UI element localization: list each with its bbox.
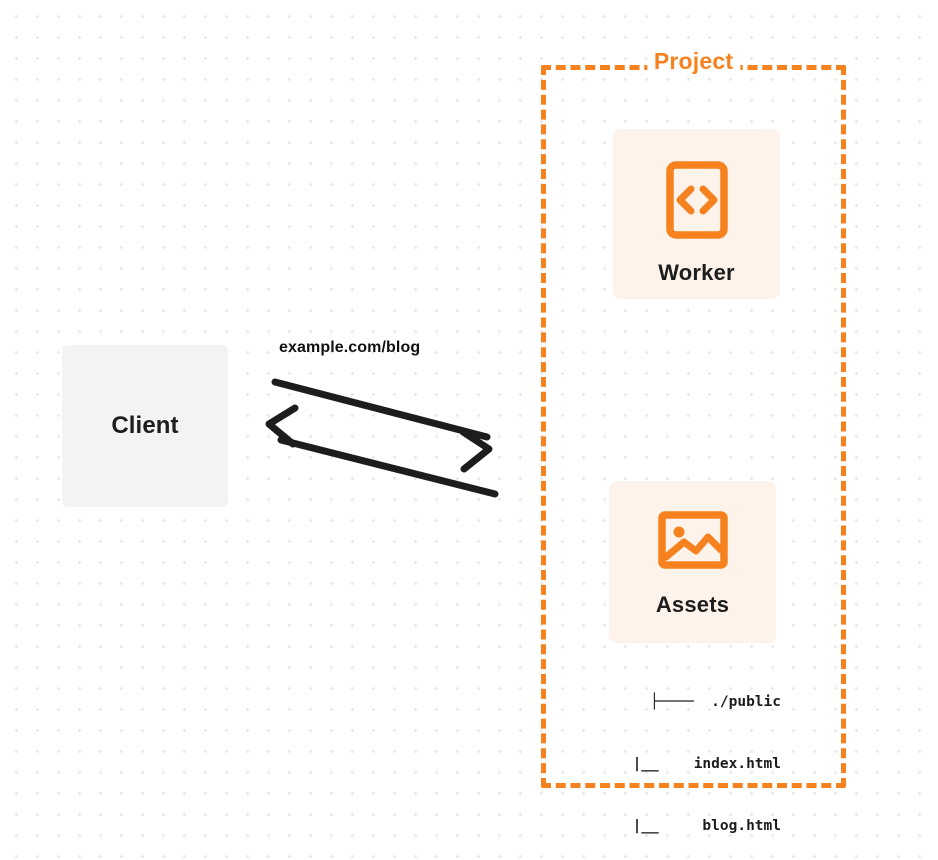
assets-node-label: Assets: [655, 592, 730, 617]
code-brackets-icon: [665, 161, 728, 244]
assets-file-tree: ├──── ./public |__ index.html |__ blog.h…: [560, 650, 781, 860]
request-arrow: [277, 428, 499, 498]
client-node-label: Client: [111, 412, 179, 439]
file-tree-row: |__ index.html: [606, 755, 781, 772]
file-tree-row: ├──── ./public: [650, 693, 781, 710]
assets-node[interactable]: Assets: [609, 481, 776, 643]
worker-node[interactable]: Worker: [613, 129, 780, 299]
project-group-title: Project: [646, 48, 741, 75]
file-tree-row: |__ blog.html: [606, 818, 781, 835]
project-group[interactable]: Project: [541, 48, 846, 788]
image-icon: [657, 509, 728, 576]
connection-url-label: example.com/blog: [279, 339, 421, 356]
response-arrow: [265, 378, 491, 448]
worker-node-label: Worker: [658, 260, 735, 285]
client-node[interactable]: Client: [62, 345, 228, 507]
